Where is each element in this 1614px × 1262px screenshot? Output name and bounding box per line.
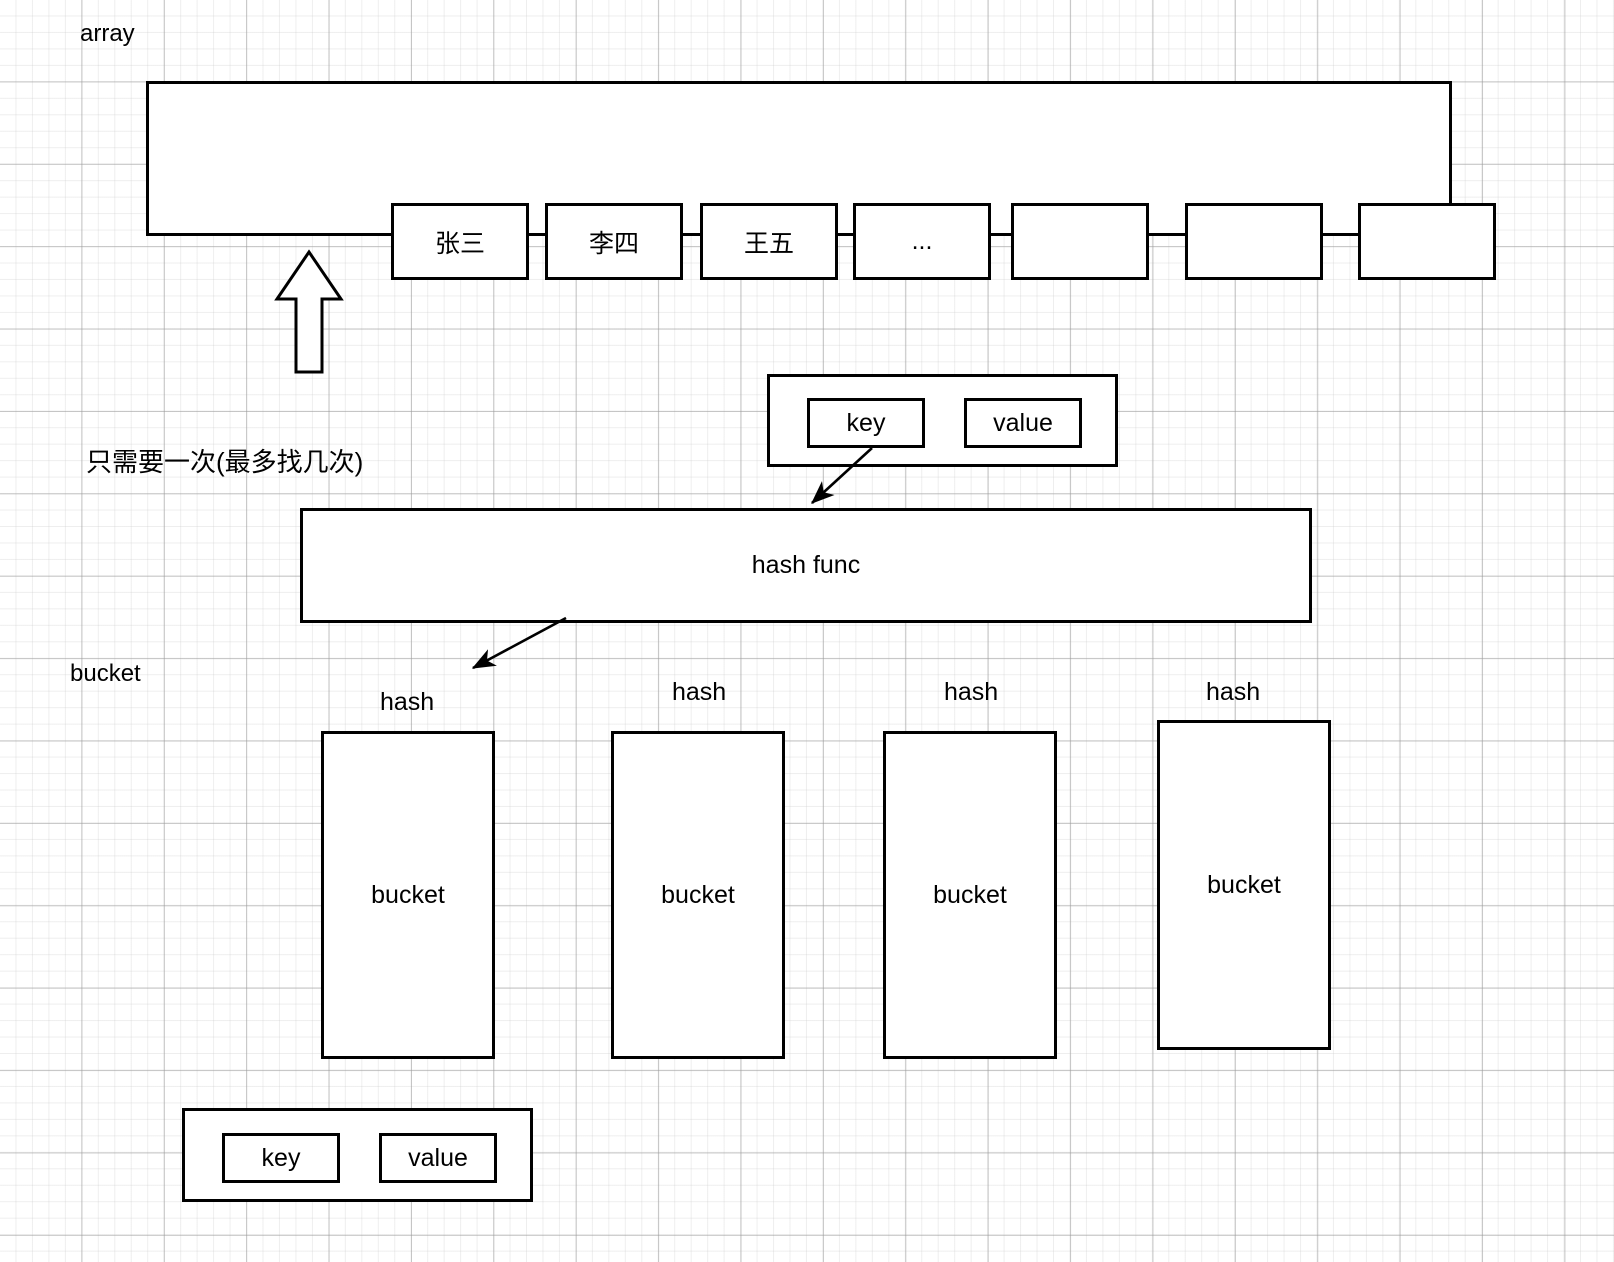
- lookup-note-label: 只需要一次(最多找几次): [86, 447, 364, 477]
- bucket-box-2-label: bucket: [661, 880, 735, 909]
- array-container: 张三 李四 王五 ...: [146, 81, 1496, 280]
- array-cell[interactable]: [1358, 203, 1496, 280]
- bucket-box-2[interactable]: bucket: [611, 731, 785, 1059]
- bucket-box-1-label: bucket: [371, 880, 445, 909]
- kv-pair-bottom-container: key value: [182, 1108, 533, 1202]
- array-cell[interactable]: 张三: [391, 203, 529, 280]
- hash-label-1: hash: [380, 688, 435, 716]
- bucket-box-3-label: bucket: [933, 880, 1007, 909]
- key-box-top-label: key: [846, 408, 886, 437]
- array-cell-text: 张三: [434, 229, 485, 258]
- array-cell-text: 王五: [743, 229, 794, 258]
- array-cell[interactable]: 王五: [700, 203, 838, 280]
- array-cell-text: 李四: [588, 229, 639, 258]
- hash-func-label: hash func: [751, 551, 861, 579]
- value-box-top-label: value: [993, 408, 1053, 437]
- key-box-top[interactable]: key: [807, 398, 925, 448]
- value-box-top[interactable]: value: [964, 398, 1082, 448]
- kv-pair-top-container: key value: [767, 374, 1118, 467]
- hash-label-2: hash: [672, 678, 727, 706]
- value-box-bottom[interactable]: value: [379, 1133, 497, 1183]
- bucket-box-3[interactable]: bucket: [883, 731, 1057, 1059]
- array-cell[interactable]: [1185, 203, 1323, 280]
- array-cell[interactable]: 李四: [545, 203, 683, 280]
- key-box-bottom[interactable]: key: [222, 1133, 340, 1183]
- bucket-group-label: bucket: [70, 660, 141, 687]
- hash-label-3: hash: [944, 678, 999, 706]
- value-box-bottom-label: value: [408, 1143, 468, 1172]
- bucket-box-1[interactable]: bucket: [321, 731, 495, 1059]
- bucket-box-4[interactable]: bucket: [1157, 720, 1331, 1050]
- arrow-hashfunc-to-bucket: [471, 616, 567, 670]
- bucket-box-4-label: bucket: [1207, 870, 1281, 899]
- block-arrow-up-icon: [274, 249, 344, 374]
- array-cell[interactable]: ...: [853, 203, 991, 280]
- hash-func-box[interactable]: hash func: [300, 508, 1312, 623]
- array-label: array: [80, 20, 135, 47]
- key-box-bottom-label: key: [261, 1143, 301, 1172]
- array-cell[interactable]: [1011, 203, 1149, 280]
- array-cell-text: ...: [911, 227, 933, 255]
- hash-label-4: hash: [1206, 678, 1261, 706]
